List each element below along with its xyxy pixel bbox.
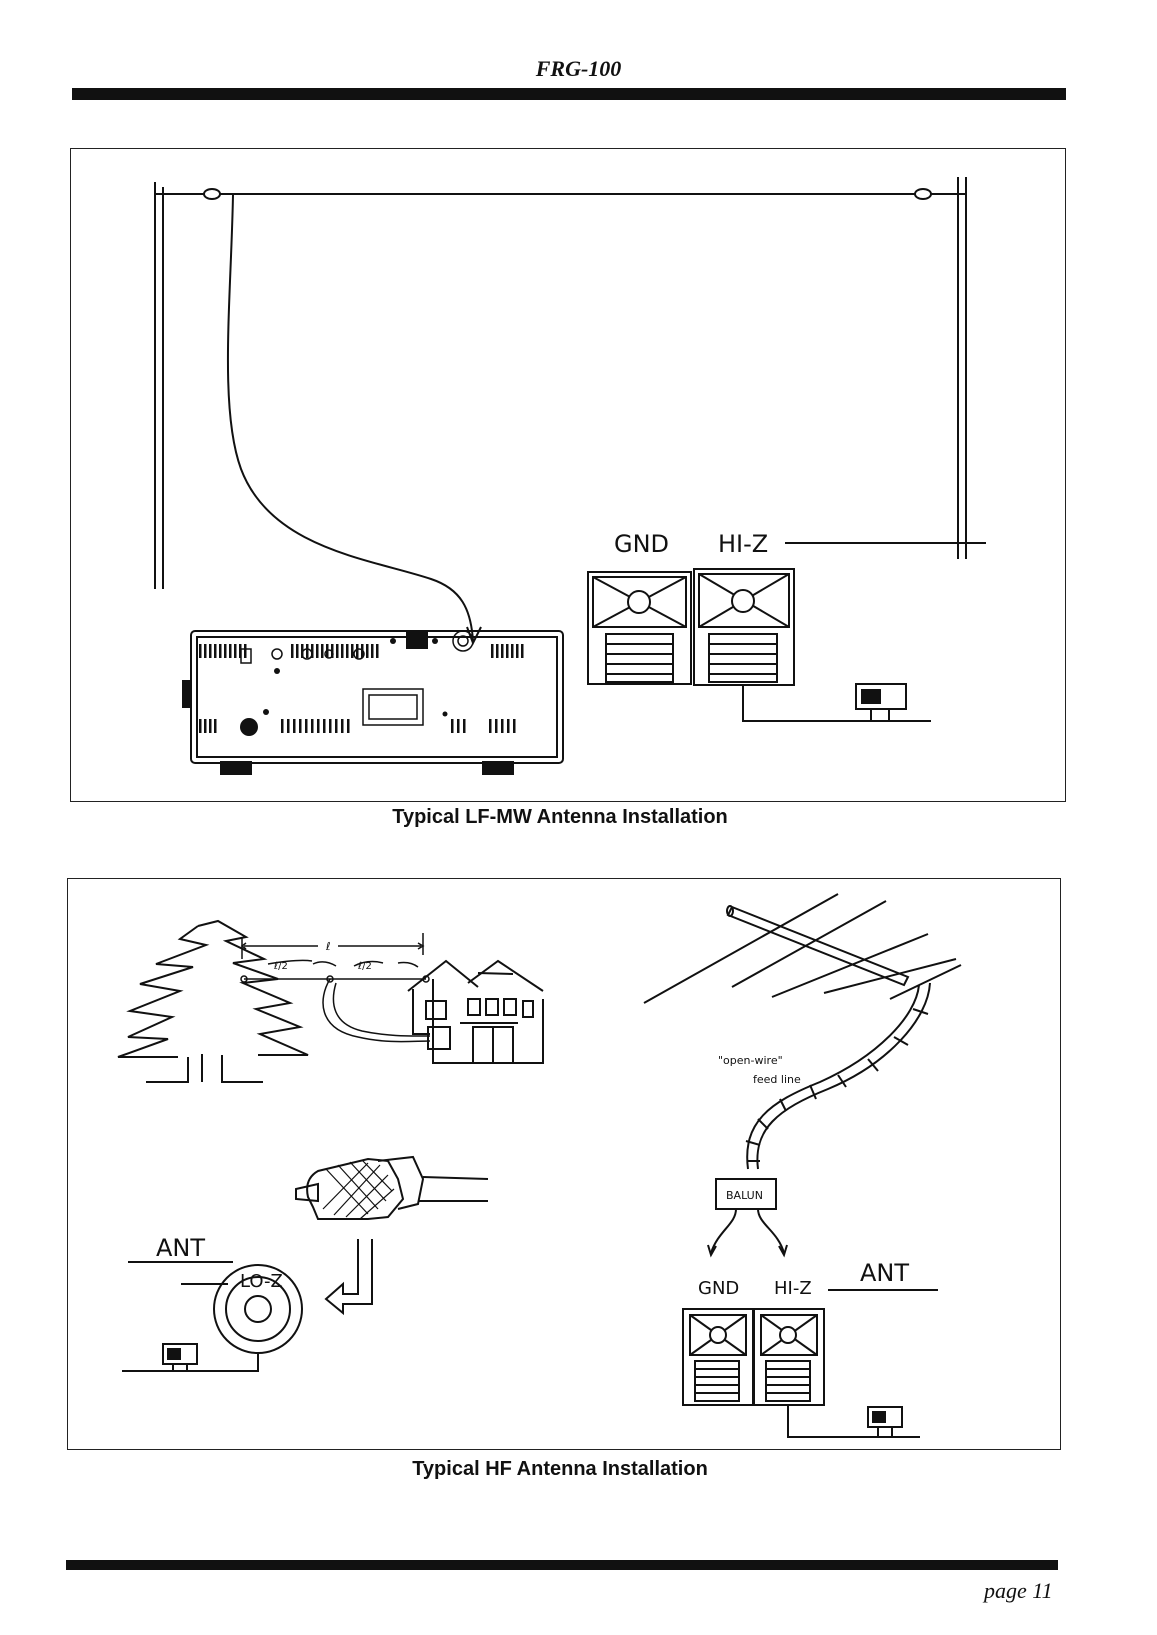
hiz-label: HI-Z	[718, 530, 768, 558]
right-hiz-label: HI-Z	[774, 1278, 812, 1299]
left-ant-label: ANT	[156, 1234, 205, 1262]
rotary-beam-antenna	[643, 893, 962, 1004]
hf-antenna-selector-switch	[682, 1308, 920, 1438]
gnd-label: GND	[614, 530, 669, 558]
balun-label: BALUN	[726, 1189, 763, 1202]
feedline-label-line2: feed line	[753, 1073, 801, 1086]
right-gnd-label: GND	[698, 1278, 739, 1299]
dipole-half-right: ℓ/2	[358, 961, 372, 972]
figure2-caption: Typical HF Antenna Installation	[412, 1458, 708, 1480]
tree-illustration	[117, 919, 309, 1083]
loz-label: LO-Z	[240, 1271, 283, 1292]
page-header-title: FRG-100	[535, 56, 622, 81]
lf-mw-illustration: GND HI-Z	[154, 177, 986, 775]
figure1-caption: Typical LF-MW Antenna Installation	[392, 806, 728, 828]
hf-illustration: ℓ ℓ/2 ℓ/2	[117, 893, 962, 1438]
pl259-connector	[122, 1155, 489, 1372]
receiver-rear-panel	[182, 630, 564, 775]
antenna-selector-switch	[587, 568, 931, 722]
footer-rule	[66, 1560, 1058, 1570]
figure-hf-antenna: ℓ ℓ/2 ℓ/2	[67, 878, 1061, 1450]
dipole-total-label: ℓ	[325, 940, 331, 953]
page-number: page 11	[984, 1578, 1053, 1603]
balun-box	[715, 1178, 777, 1210]
dipole-half-left: ℓ/2	[274, 961, 288, 972]
figure-lf-mw-antenna: GND HI-Z	[70, 148, 1066, 802]
feedline-label-line1: "open-wire"	[718, 1054, 783, 1067]
house-illustration	[407, 959, 544, 1064]
right-ant-label: ANT	[860, 1259, 909, 1287]
header-rule	[72, 88, 1066, 100]
